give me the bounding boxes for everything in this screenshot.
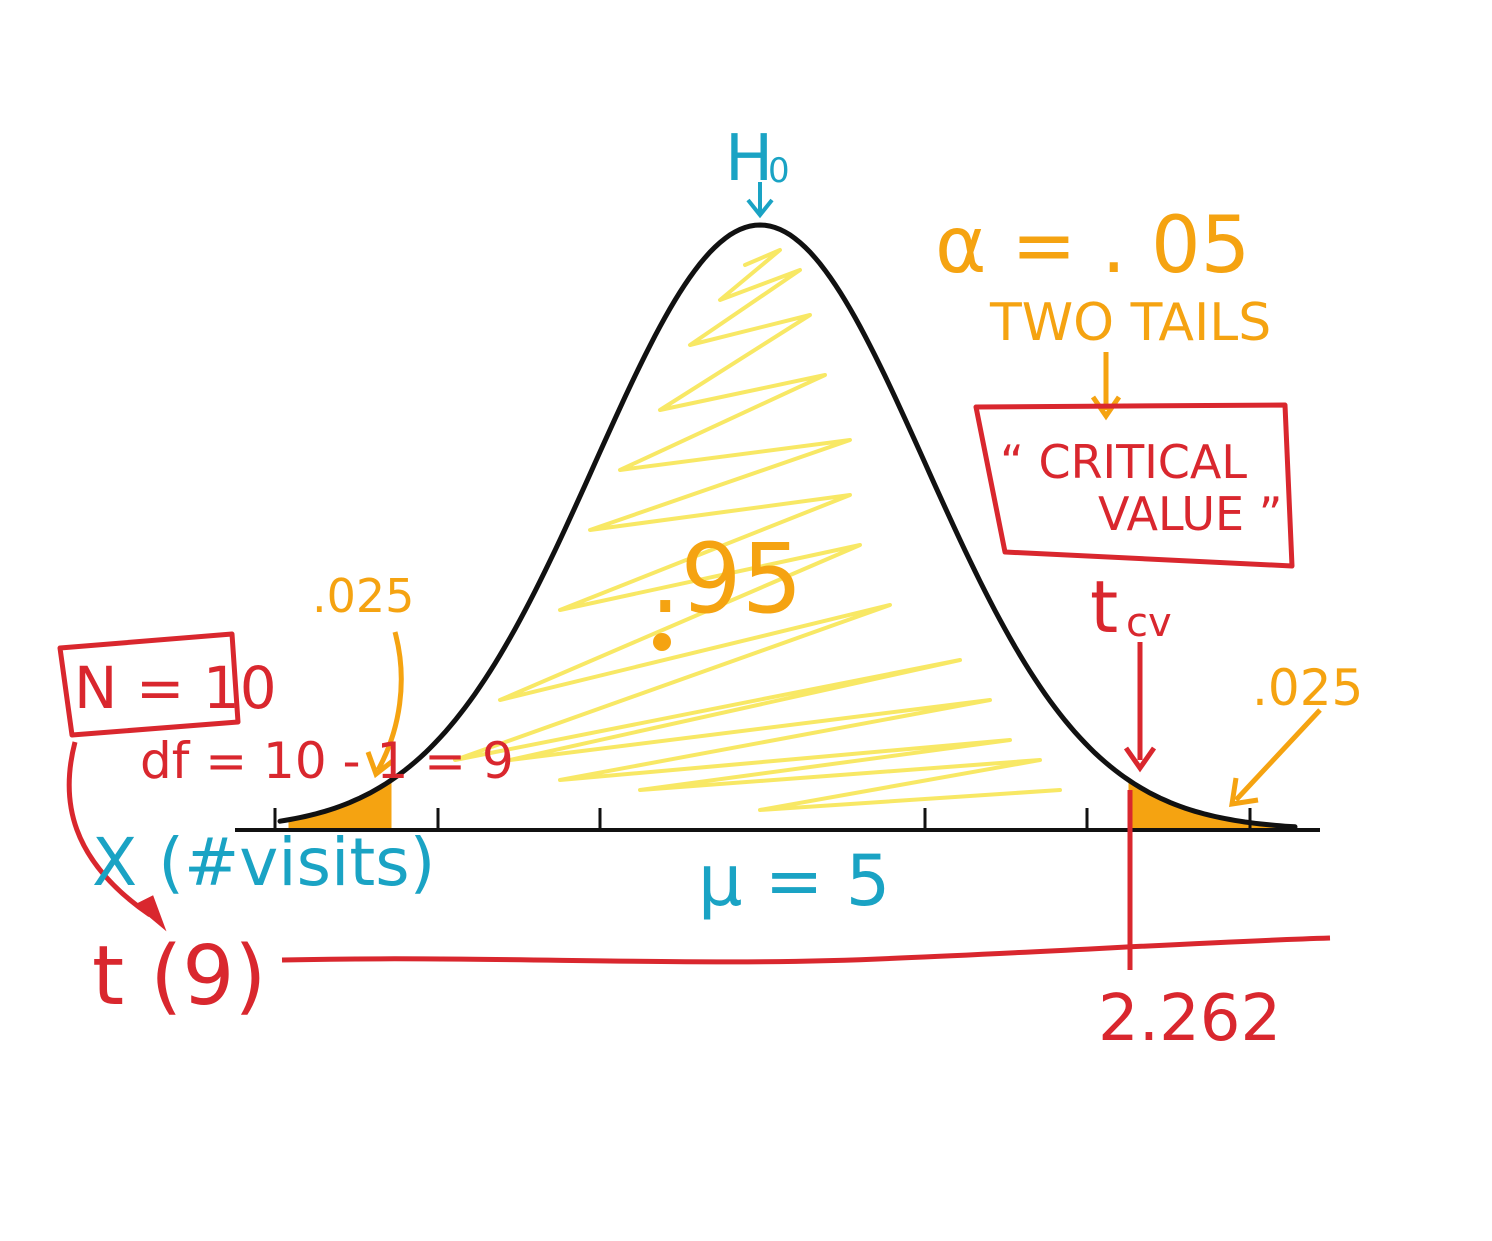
mean-label: μ = 5 xyxy=(698,840,890,922)
center-area-shading xyxy=(453,248,1062,812)
right-tail-arrow xyxy=(1234,708,1322,802)
t-cv-subscript: cv xyxy=(1126,600,1172,646)
sample-to-t-arrowhead xyxy=(134,895,167,932)
sample-size-label: N = 10 xyxy=(74,654,277,722)
center-area-label: .95 xyxy=(650,523,803,635)
left-tail-area-label: .025 xyxy=(312,569,414,623)
critical-value-box xyxy=(973,402,1295,569)
degrees-of-freedom-label: df = 10 - 1 = 9 xyxy=(140,732,514,790)
tails-arrowhead xyxy=(1090,395,1122,421)
null-hypothesis-subscript: 0 xyxy=(768,151,790,191)
critical-value-label-line2: VALUE ” xyxy=(1098,487,1283,541)
two-tails-label: TWO TAILS xyxy=(989,293,1271,353)
sample-size-box xyxy=(57,631,241,738)
critical-value-number: 2.262 xyxy=(1098,982,1281,1056)
critical-value-label-line1: “ CRITICAL xyxy=(1000,435,1247,489)
right-tail-arrowhead xyxy=(1229,777,1259,807)
t-cv-label: t xyxy=(1090,565,1118,649)
bell-curve xyxy=(277,222,1298,830)
left-tail-arrow xyxy=(375,631,404,772)
null-hypothesis-arrowhead xyxy=(746,198,774,219)
sample-to-t-arrow xyxy=(66,741,152,918)
t-cv-arrowhead xyxy=(1123,746,1157,773)
x-variable-label: X (#visits) xyxy=(92,824,435,901)
t-axis-line xyxy=(281,935,1331,965)
right-tail-area-label: .025 xyxy=(1252,659,1363,717)
alpha-label: α = . 05 xyxy=(935,201,1250,291)
center-area-dot xyxy=(653,633,671,651)
left-tail-arrowhead xyxy=(365,751,396,779)
null-hypothesis-label: H xyxy=(725,122,773,196)
x-axis-ticks xyxy=(273,808,1252,830)
t-distribution-label: t (9) xyxy=(92,929,266,1024)
